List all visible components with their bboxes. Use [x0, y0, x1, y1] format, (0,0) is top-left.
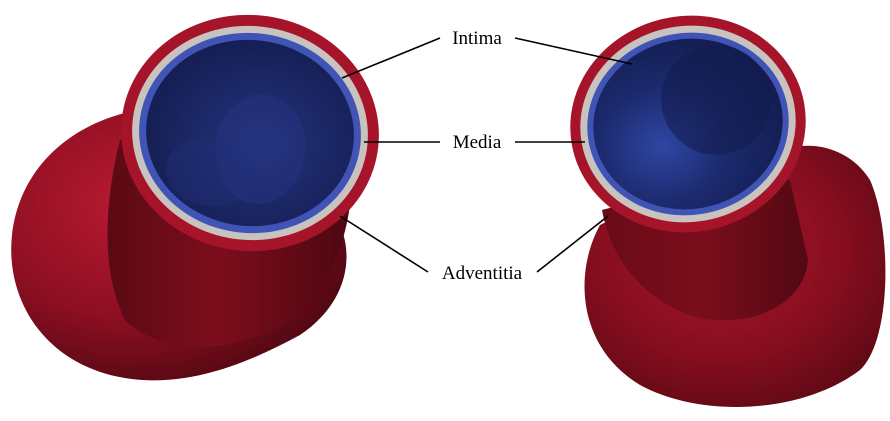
right-artery-model: [553, 0, 885, 407]
label-adventitia: Adventitia: [442, 263, 523, 284]
left-artery-model: [11, 2, 390, 380]
label-intima: Intima: [452, 28, 502, 49]
layer-labels: Intima Media Adventitia: [442, 28, 523, 284]
adventitia-leader-left: [340, 216, 428, 272]
label-media: Media: [453, 132, 502, 153]
intima-leader-left: [342, 38, 440, 78]
